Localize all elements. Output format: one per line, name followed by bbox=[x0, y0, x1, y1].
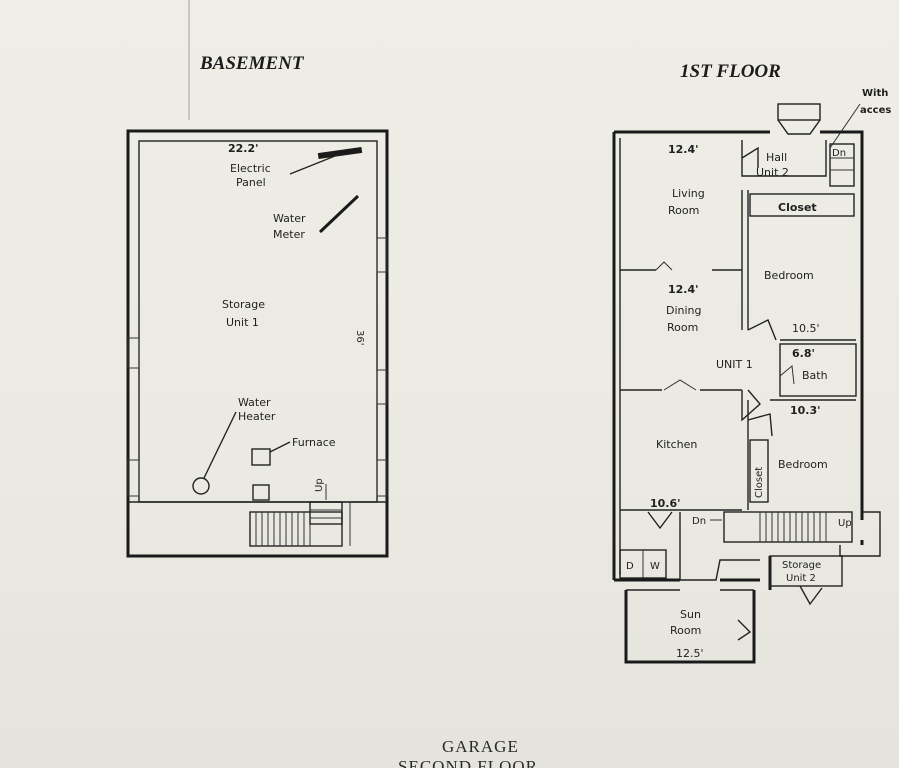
bedroom-top-door bbox=[747, 319, 777, 341]
basement-window-right-2 bbox=[376, 369, 388, 405]
basement-length-dim: 36' bbox=[354, 330, 365, 345]
bath-dim: 6.8' bbox=[792, 347, 815, 360]
basement-window-left-2 bbox=[127, 459, 140, 497]
storage-door bbox=[799, 585, 823, 606]
basement-stair-up-label: Up bbox=[314, 478, 325, 492]
kitchen-label: Kitchen bbox=[656, 438, 697, 451]
water-meter-label-1: Water bbox=[273, 212, 306, 225]
living-dining-arch bbox=[655, 261, 673, 271]
landing-up-label: Up bbox=[838, 518, 852, 529]
bottom-closet bbox=[749, 439, 769, 503]
scan-artifact-line bbox=[188, 0, 190, 120]
electric-panel-leader bbox=[289, 153, 341, 175]
water-heater-label-2: Heater bbox=[238, 410, 276, 423]
bottom-closet-label: Closet bbox=[754, 467, 765, 498]
side-note-line-1: With bbox=[862, 88, 888, 99]
chimney-box bbox=[777, 103, 821, 121]
unit-1-label: UNIT 1 bbox=[716, 358, 753, 371]
kitchen-dim: 10.6' bbox=[650, 497, 681, 510]
water-meter-label-2: Meter bbox=[273, 228, 305, 241]
bath-label: Bath bbox=[802, 369, 828, 382]
basement-stairs bbox=[249, 501, 351, 547]
landing-wall bbox=[679, 512, 760, 581]
basement-plan: BASEMENT 22.2' 36' Electric Panel Water … bbox=[126, 53, 389, 558]
dining-kitchen-arch bbox=[663, 379, 697, 391]
hall-door-swing bbox=[741, 146, 759, 168]
storage-label-2: Unit 2 bbox=[786, 573, 816, 584]
furnace-label: Furnace bbox=[292, 436, 336, 449]
dining-room-label-2: Room bbox=[667, 321, 698, 334]
dining-room-label-1: Dining bbox=[666, 304, 702, 317]
top-closet-label: Closet bbox=[778, 201, 817, 214]
side-note-line-2: acces bbox=[860, 105, 891, 116]
bedroom-bottom-label: Bedroom bbox=[778, 458, 828, 471]
water-heater-label-1: Water bbox=[238, 396, 271, 409]
back-stairs bbox=[723, 511, 853, 543]
sun-room-wall bbox=[624, 590, 756, 664]
storage-unit-2 bbox=[769, 555, 843, 587]
electric-panel-icon bbox=[317, 146, 363, 160]
bath-door bbox=[779, 365, 795, 385]
bedroom-top-dim: 10.5' bbox=[792, 322, 820, 335]
hall-stair-label: Dn bbox=[832, 148, 846, 159]
furnace-icon bbox=[251, 448, 271, 466]
bath-room bbox=[779, 343, 857, 397]
basement-title: BASEMENT bbox=[199, 53, 305, 74]
first-floor-lower-wall bbox=[614, 556, 772, 590]
washer-label: W bbox=[650, 561, 660, 572]
basement-storage-label-2: Unit 1 bbox=[226, 316, 259, 329]
hall-label-2: Unit 2 bbox=[756, 166, 789, 179]
basement-window-right-3 bbox=[376, 459, 388, 497]
electric-panel-label-2: Panel bbox=[236, 176, 266, 189]
bedroom-top-label: Bedroom bbox=[764, 269, 814, 282]
hall-stairs bbox=[829, 143, 855, 187]
water-heater-icon bbox=[192, 477, 210, 495]
second-floor-label: SECOND FLOOR bbox=[398, 757, 538, 768]
living-room-label-1: Living bbox=[672, 187, 705, 200]
sun-room-label-2: Room bbox=[670, 624, 701, 637]
storage-label-1: Storage bbox=[782, 560, 821, 571]
utility-box-icon bbox=[252, 484, 270, 501]
basement-window-left-1 bbox=[127, 337, 140, 369]
water-heater-leader bbox=[203, 411, 237, 479]
first-floor-title: 1ST FLOOR bbox=[680, 61, 781, 82]
side-note-leader bbox=[829, 103, 861, 149]
sun-room-dim: 12.5' bbox=[676, 647, 704, 660]
living-room-label-2: Room bbox=[668, 204, 699, 217]
bedroom-bottom-dim: 10.3' bbox=[790, 404, 821, 417]
bedroom-bottom-door bbox=[747, 413, 773, 437]
electric-panel-label-1: Electric bbox=[230, 162, 271, 175]
dining-room-dim: 12.4' bbox=[668, 283, 699, 296]
first-floor-plan: 1ST FLOOR With acces Hall Unit 2 Dn bbox=[612, 61, 891, 664]
furnace-leader bbox=[269, 441, 291, 453]
dryer-label: D bbox=[626, 561, 634, 572]
landing-dn-label: Dn bbox=[692, 516, 706, 527]
basement-window-right-1 bbox=[376, 237, 388, 273]
front-step bbox=[839, 511, 881, 557]
basement-storage-label-1: Storage bbox=[222, 298, 265, 311]
water-meter-icon bbox=[318, 194, 360, 234]
kitchen-door bbox=[647, 511, 673, 530]
top-closet bbox=[749, 193, 855, 217]
hall-label-1: Hall bbox=[766, 151, 787, 164]
sun-room-label-1: Sun bbox=[680, 608, 701, 621]
sun-room-door bbox=[737, 619, 752, 641]
garage-label: GARAGE bbox=[442, 737, 519, 756]
first-floor-outer-wall bbox=[612, 130, 864, 580]
chimney-bay bbox=[777, 119, 821, 135]
basement-outer-wall bbox=[126, 129, 389, 558]
living-room-dim: 12.4' bbox=[668, 143, 699, 156]
basement-width-dim: 22.2' bbox=[228, 142, 259, 155]
unit-1-door bbox=[741, 389, 761, 422]
